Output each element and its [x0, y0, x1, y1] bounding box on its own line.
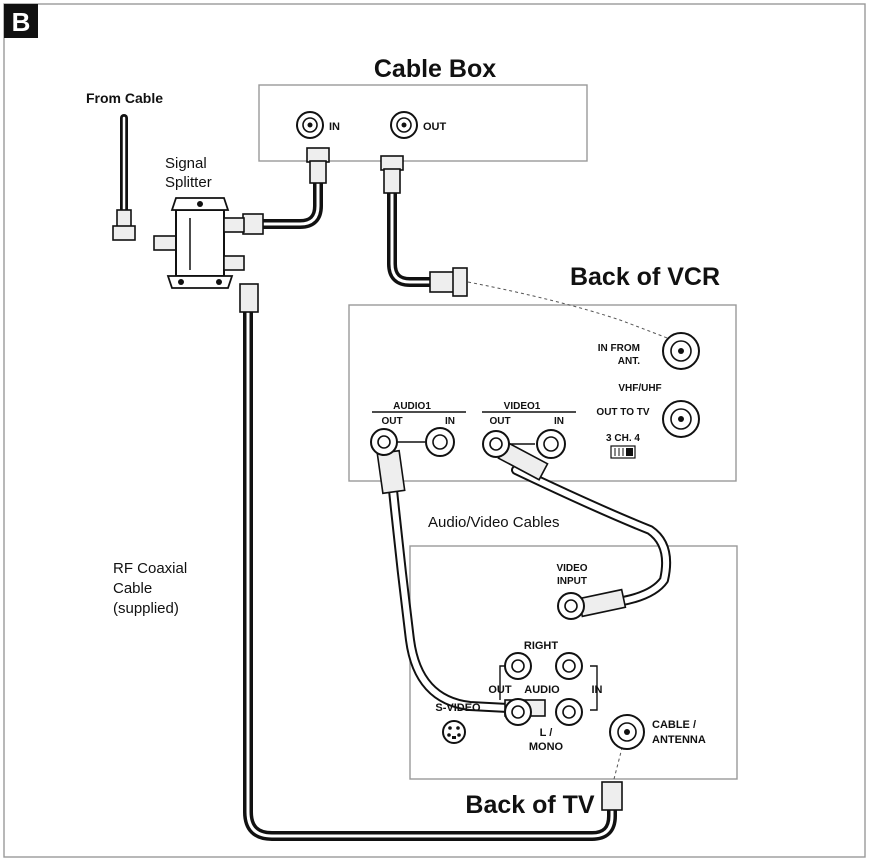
cable-splitter-to-box — [242, 147, 330, 235]
tv-audio-right-left-jack — [504, 652, 532, 680]
cable-box-in-label: IN — [329, 121, 340, 133]
rf-supplied-label: (supplied) — [113, 600, 179, 617]
audio1-label: AUDIO1 — [393, 401, 431, 412]
vcr-ant-label: ANT. — [618, 356, 640, 367]
vhf-uhf-label: VHF/UHF — [618, 383, 661, 394]
tv-video-label: VIDEO — [556, 563, 587, 574]
video1-out-label: OUT — [489, 416, 510, 427]
tv-audio-mono-jack — [555, 698, 583, 726]
diagram-frame — [3, 3, 866, 858]
vcr-video-in-jack — [536, 429, 566, 459]
tv-svideo-label: S-VIDEO — [435, 702, 481, 714]
rf-coaxial-label: RF Coaxial — [113, 560, 187, 577]
tv-audio-right-right-jack — [555, 652, 583, 680]
splitter-label: Splitter — [165, 174, 212, 191]
av-cables-label: Audio/Video Cables — [428, 514, 559, 531]
incoming-cable — [112, 114, 136, 241]
vcr-in-from-label: IN FROM — [598, 343, 640, 354]
cable-box-in-jack — [296, 111, 324, 139]
tv-antenna-link — [613, 747, 623, 780]
tv-in-label: IN — [592, 684, 603, 696]
tv-antenna-label: ANTENNA — [652, 734, 706, 746]
tv-mono-label: MONO — [529, 741, 564, 753]
cable-box-to-vcr — [380, 155, 468, 297]
tv-audio-label: AUDIO — [524, 684, 560, 696]
vcr-back-title: Back of VCR — [570, 263, 720, 291]
tv-right-label: RIGHT — [524, 640, 559, 652]
tv-audio-left-jack — [504, 698, 532, 726]
tv-l-label: L / — [540, 727, 553, 739]
vcr-back-panel — [348, 304, 737, 482]
cable-box-out-jack — [390, 111, 418, 139]
vcr-audio-in-jack — [425, 427, 455, 457]
audio1-out-label: OUT — [381, 416, 402, 427]
tv-input-label: INPUT — [557, 576, 587, 587]
vcr-out-to-tv-jack — [662, 400, 700, 438]
section-badge-letter: B — [12, 7, 31, 37]
signal-label: Signal — [165, 155, 207, 172]
vcr-input-link — [467, 281, 673, 341]
channel-switch-label: 3 CH. 4 — [606, 433, 640, 444]
signal-splitter — [153, 197, 245, 289]
audio1-in-label: IN — [445, 416, 455, 427]
rf-coaxial-cable — [239, 283, 623, 841]
vcr-video-out-jack — [482, 430, 510, 458]
video1-label: VIDEO1 — [504, 401, 541, 412]
tv-cable-label: CABLE / — [652, 719, 696, 731]
video-cable — [497, 441, 672, 618]
tv-svideo-jack — [442, 720, 466, 744]
from-cable-label: From Cable — [86, 90, 163, 106]
cable-box-title: Cable Box — [374, 55, 496, 83]
cable-box-out-label: OUT — [423, 121, 447, 133]
channel-switch[interactable] — [610, 445, 636, 459]
tv-video-input-jack — [557, 592, 585, 620]
rf-cable-label: Cable — [113, 580, 152, 597]
video1-in-label: IN — [554, 416, 564, 427]
tv-out-label: OUT — [488, 684, 512, 696]
tv-back-title: Back of TV — [465, 791, 595, 819]
section-badge — [4, 4, 38, 38]
tv-out-bracket — [499, 665, 505, 700]
tv-in-bracket — [590, 665, 598, 711]
vcr-out-to-tv-label: OUT TO TV — [596, 407, 649, 418]
vcr-in-from-ant-jack — [662, 332, 700, 370]
vcr-audio-out-jack — [370, 428, 398, 456]
tv-cable-antenna-jack — [609, 714, 645, 750]
